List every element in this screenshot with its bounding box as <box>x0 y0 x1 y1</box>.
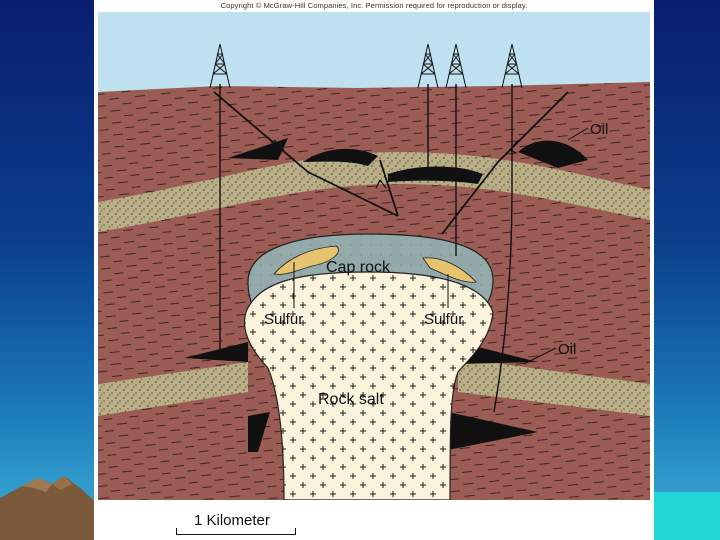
scale-bar <box>176 528 296 535</box>
figure-panel: Copyright © McGraw-Hill Companies, Inc. … <box>94 0 654 540</box>
copyright-notice: Copyright © McGraw-Hill Companies, Inc. … <box>94 0 654 11</box>
label-sulfur-right: Sulfur <box>424 311 463 328</box>
scale-label: 1 Kilometer <box>194 512 270 529</box>
label-rock-salt: Rock salt <box>318 391 384 408</box>
label-oil-lower: Oil <box>558 341 576 358</box>
label-cap-rock: Cap rock <box>326 259 391 276</box>
accent-bar <box>654 492 720 540</box>
label-oil-upper: Oil <box>590 121 608 138</box>
label-sulfur-left: Sulfur <box>264 311 303 328</box>
salt-dome-diagram: Oil Cap rock Sulfur Sulfur Oil Rock salt <box>98 12 650 500</box>
